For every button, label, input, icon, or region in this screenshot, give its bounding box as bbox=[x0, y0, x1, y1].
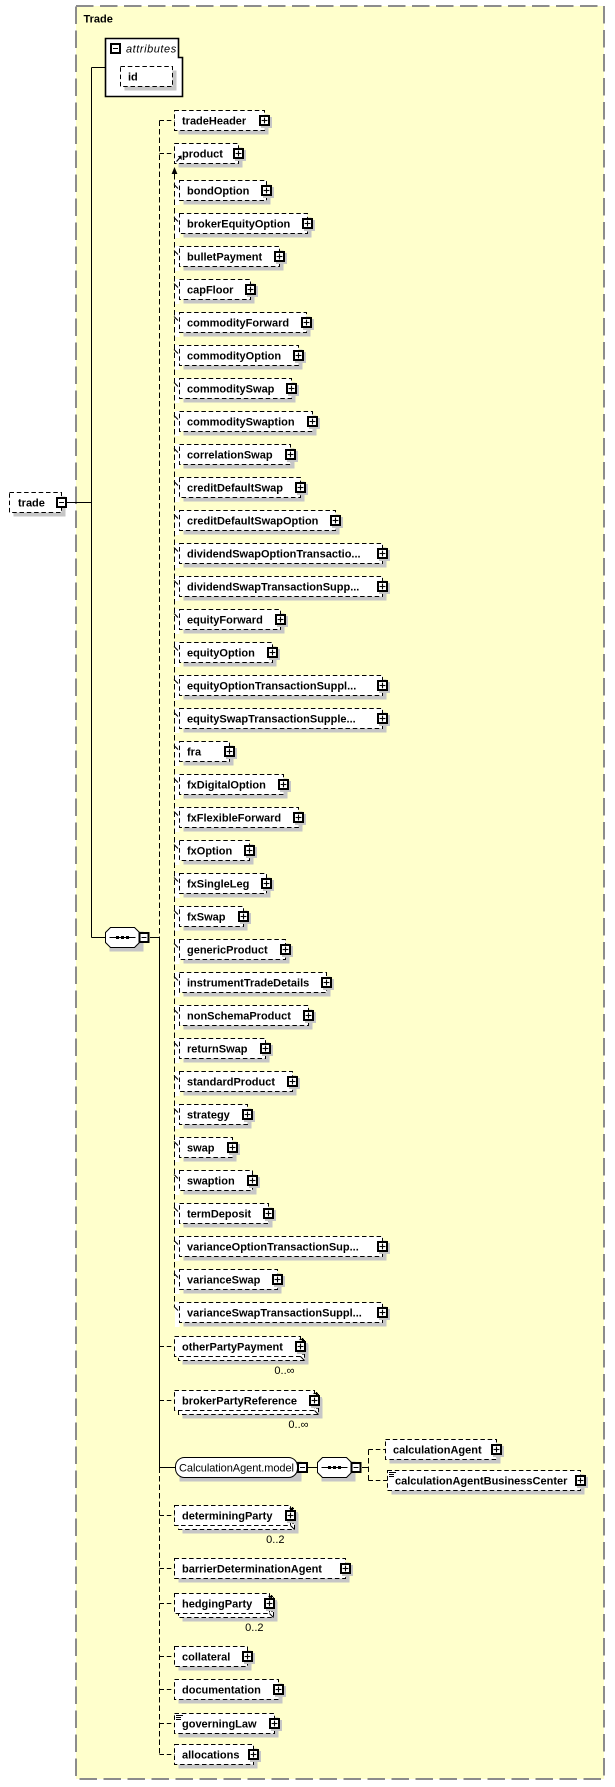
svg-text:instrumentTradeDetails: instrumentTradeDetails bbox=[187, 978, 309, 990]
svg-text:calculationAgent: calculationAgent bbox=[393, 1445, 482, 1457]
svg-text:equityOption: equityOption bbox=[187, 648, 255, 660]
svg-text:product: product bbox=[182, 149, 223, 161]
svg-text:fxOption: fxOption bbox=[187, 846, 232, 858]
svg-text:fxSingleLeg: fxSingleLeg bbox=[187, 879, 249, 891]
svg-text:CalculationAgent.model: CalculationAgent.model bbox=[179, 1463, 294, 1475]
svg-text:varianceSwap: varianceSwap bbox=[187, 1275, 261, 1287]
svg-text:Trade: Trade bbox=[84, 14, 113, 26]
svg-text:0..2: 0..2 bbox=[245, 1622, 263, 1634]
svg-text:commodityOption: commodityOption bbox=[187, 351, 281, 363]
svg-text:documentation: documentation bbox=[182, 1685, 261, 1697]
svg-text:commoditySwap: commoditySwap bbox=[187, 384, 275, 396]
svg-text:standardProduct: standardProduct bbox=[187, 1077, 275, 1089]
svg-text:barrierDeterminationAgent: barrierDeterminationAgent bbox=[182, 1564, 322, 1576]
svg-text:id: id bbox=[128, 72, 138, 84]
svg-text:allocations: allocations bbox=[182, 1750, 239, 1762]
svg-text:0..∞: 0..∞ bbox=[274, 1365, 294, 1377]
svg-text:varianceSwapTransactionSuppl..: varianceSwapTransactionSuppl... bbox=[187, 1308, 362, 1320]
svg-text:creditDefaultSwapOption: creditDefaultSwapOption bbox=[187, 516, 319, 528]
svg-text:brokerPartyReference: brokerPartyReference bbox=[182, 1396, 297, 1408]
svg-text:nonSchemaProduct: nonSchemaProduct bbox=[187, 1011, 291, 1023]
svg-text:commoditySwaption: commoditySwaption bbox=[187, 417, 295, 429]
svg-text:fra: fra bbox=[187, 747, 202, 759]
svg-text:otherPartyPayment: otherPartyPayment bbox=[182, 1342, 283, 1354]
svg-text:0..∞: 0..∞ bbox=[288, 1419, 308, 1431]
svg-text:dividendSwapOptionTransactio..: dividendSwapOptionTransactio... bbox=[187, 549, 361, 561]
svg-text:determiningParty: determiningParty bbox=[182, 1511, 273, 1523]
svg-text:correlationSwap: correlationSwap bbox=[187, 450, 273, 462]
svg-text:genericProduct: genericProduct bbox=[187, 945, 268, 957]
svg-text:collateral: collateral bbox=[182, 1652, 230, 1664]
svg-text:varianceOptionTransactionSup..: varianceOptionTransactionSup... bbox=[187, 1242, 359, 1254]
svg-text:fxFlexibleForward: fxFlexibleForward bbox=[187, 813, 281, 825]
svg-text:brokerEquityOption: brokerEquityOption bbox=[187, 219, 291, 231]
svg-text:creditDefaultSwap: creditDefaultSwap bbox=[187, 483, 283, 495]
svg-text:tradeHeader: tradeHeader bbox=[182, 116, 247, 128]
svg-text:bulletPayment: bulletPayment bbox=[187, 252, 263, 264]
svg-text:fxSwap: fxSwap bbox=[187, 912, 226, 924]
svg-text:commodityForward: commodityForward bbox=[187, 318, 289, 330]
svg-text:equitySwapTransactionSupple...: equitySwapTransactionSupple... bbox=[187, 714, 356, 726]
svg-text:trade: trade bbox=[18, 498, 45, 510]
svg-text:governingLaw: governingLaw bbox=[182, 1719, 257, 1731]
svg-text:attributes: attributes bbox=[126, 44, 177, 56]
svg-text:swap: swap bbox=[187, 1143, 215, 1155]
svg-text:swaption: swaption bbox=[187, 1176, 235, 1188]
svg-text:fxDigitalOption: fxDigitalOption bbox=[187, 780, 266, 792]
svg-text:dividendSwapTransactionSupp...: dividendSwapTransactionSupp... bbox=[187, 582, 359, 594]
svg-text:equityOptionTransactionSuppl..: equityOptionTransactionSuppl... bbox=[187, 681, 356, 693]
svg-text:bondOption: bondOption bbox=[187, 186, 250, 198]
svg-text:equityForward: equityForward bbox=[187, 615, 263, 627]
svg-text:0..2: 0..2 bbox=[266, 1534, 284, 1546]
svg-text:returnSwap: returnSwap bbox=[187, 1044, 248, 1056]
svg-text:capFloor: capFloor bbox=[187, 285, 234, 297]
svg-text:termDeposit: termDeposit bbox=[187, 1209, 252, 1221]
svg-text:hedgingParty: hedgingParty bbox=[182, 1599, 253, 1611]
svg-text:strategy: strategy bbox=[187, 1110, 231, 1122]
svg-text:calculationAgentBusinessCenter: calculationAgentBusinessCenter bbox=[395, 1476, 568, 1488]
